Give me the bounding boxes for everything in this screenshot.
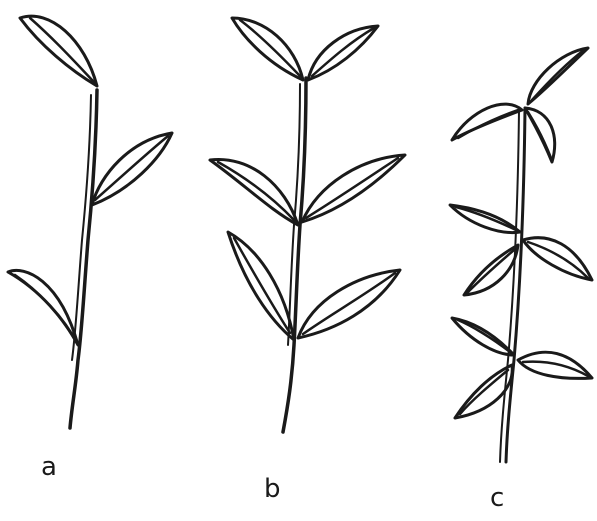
plant-b-leaf-middle-right xyxy=(302,155,405,222)
plant-b-leaf-top-right xyxy=(308,26,378,80)
label-b: b xyxy=(264,474,281,504)
plant-b-leaf-lower-right xyxy=(298,270,400,338)
plant-c xyxy=(450,48,592,462)
plant-b-leaf-lower-left xyxy=(228,232,294,340)
plant-a-stem xyxy=(70,90,97,428)
plant-c-whorl-top xyxy=(452,48,588,162)
label-a: a xyxy=(41,452,57,482)
plant-a-leaf-lower xyxy=(8,270,78,345)
plant-b-leaf-middle-left xyxy=(210,159,298,225)
plant-a-leaf-top xyxy=(20,16,97,86)
plant-a xyxy=(8,16,172,428)
plant-b-stem xyxy=(283,78,306,432)
plant-a-leaf-middle xyxy=(92,133,172,205)
plant-c-stem xyxy=(506,108,525,462)
label-c: c xyxy=(490,483,504,513)
plant-b xyxy=(210,18,405,432)
plant-c-whorl-lower xyxy=(452,318,592,418)
plant-b-leaf-top-left xyxy=(232,18,303,80)
